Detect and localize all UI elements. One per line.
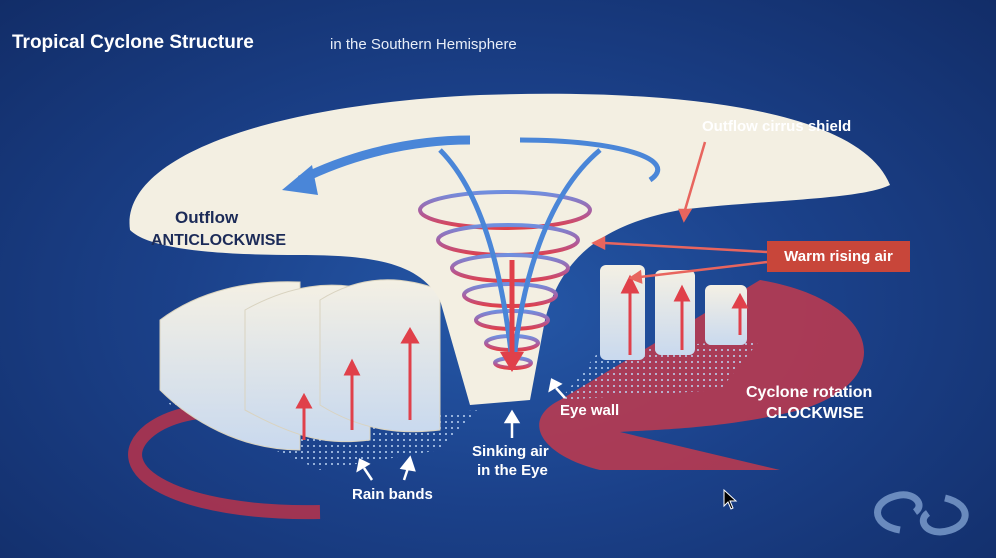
label-anticlockwise: ANTICLOCKWISE xyxy=(151,232,287,249)
diagram-subtitle: in the Southern Hemisphere xyxy=(330,36,517,53)
cursor-icon xyxy=(723,488,738,510)
label-sinking-air: Sinking air xyxy=(472,443,549,460)
label-clockwise: CLOCKWISE xyxy=(766,405,864,422)
logo-icon xyxy=(874,491,969,536)
label-rain-bands: Rain bands xyxy=(352,486,433,503)
rain-band-right-2 xyxy=(655,270,695,355)
rotation-arrow-left xyxy=(128,404,321,520)
label-outflow: Outflow xyxy=(175,208,239,227)
label-in-the-eye: in the Eye xyxy=(477,462,548,479)
rain-band-inner xyxy=(319,279,441,433)
diagram-title: Tropical Cyclone Structure xyxy=(12,32,254,53)
label-eye-wall: Eye wall xyxy=(560,402,620,419)
outflow-funnel-lines xyxy=(438,148,602,361)
outflow-arrow xyxy=(297,135,471,185)
label-cyclone-rotation: Cyclone rotation xyxy=(746,384,873,401)
label-warm-rising-air: Warm rising air xyxy=(767,241,910,272)
label-cirrus-shield: Outflow cirrus shield xyxy=(702,118,852,135)
warm-rising-arrows xyxy=(295,274,749,440)
